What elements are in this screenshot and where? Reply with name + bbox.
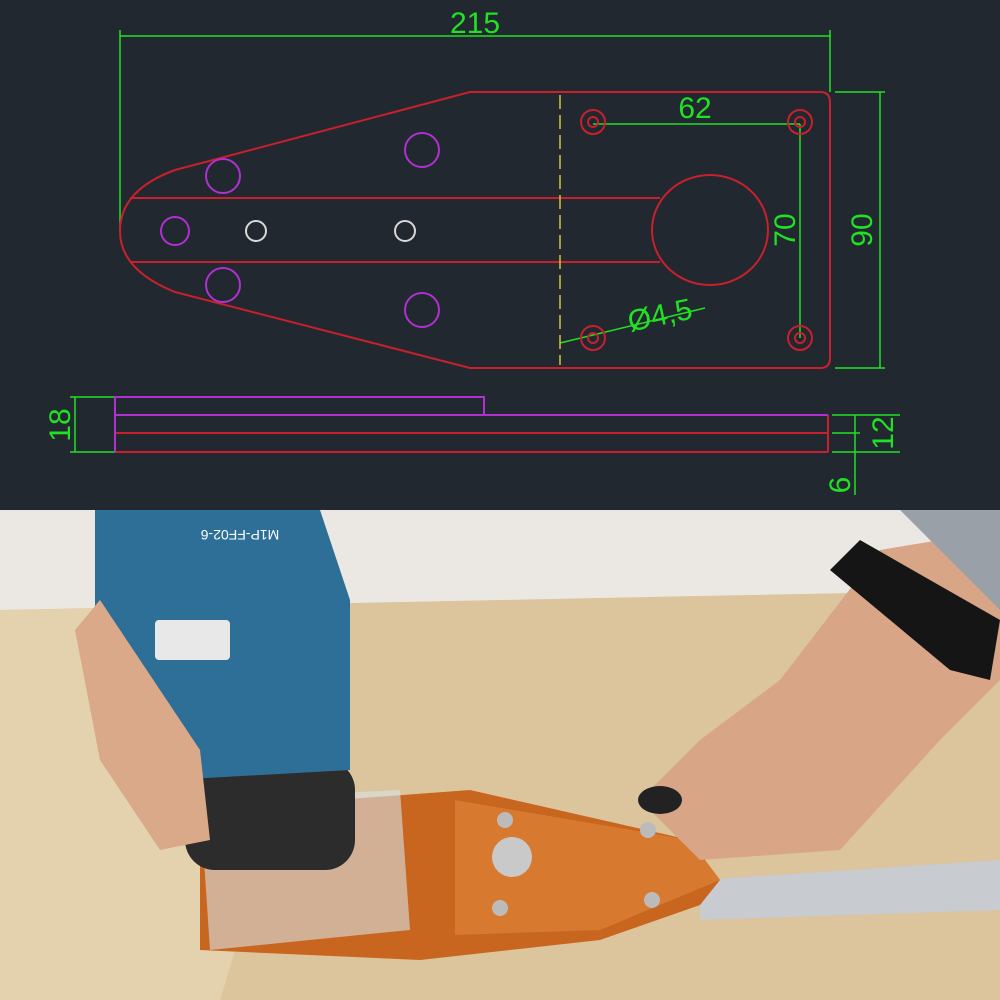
router-model-label: M1P-FF02-6 <box>201 527 280 543</box>
technical-drawing: 215 62 70 90 Ø4,5 18 12 6 <box>44 7 900 495</box>
aluminum-rail <box>700 860 1000 920</box>
dim-overall-length: 215 <box>450 7 500 40</box>
white-holes <box>245 220 416 242</box>
dim-hole-spacing-v: 70 <box>769 213 802 246</box>
dim-total-thickness: 18 <box>44 408 77 441</box>
plate-outline <box>115 91 831 453</box>
dim-hole-diameter: Ø4,5 <box>625 293 695 339</box>
dim-hole-spacing-h: 62 <box>678 92 711 125</box>
purple-holes <box>114 132 828 452</box>
wristband <box>830 540 1000 680</box>
left-hand <box>75 600 210 850</box>
bolt-icon <box>492 837 532 877</box>
dim-base-thickness: 12 <box>867 416 900 449</box>
dim-layer-thickness: 6 <box>824 477 857 494</box>
dimension-lines <box>70 30 900 495</box>
product-photo: M1P-FF02-6 <box>0 510 1000 1000</box>
dim-plate-height: 90 <box>846 213 879 246</box>
